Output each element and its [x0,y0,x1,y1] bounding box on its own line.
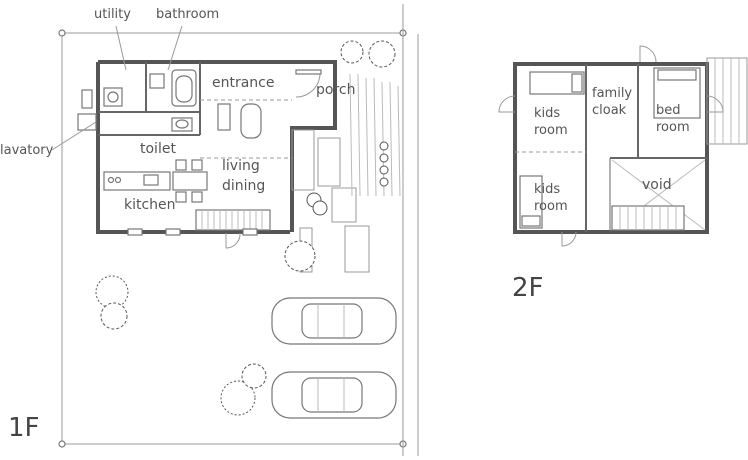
label-toilet: toilet [140,141,176,157]
label-lavatory: lavatory [0,143,54,158]
bathroom-leader [167,25,183,71]
label-bathroom: bathroom [156,7,219,22]
label-kitchen: kitchen [124,197,176,213]
label-void: void [642,177,672,193]
floor1-stairs [195,209,271,231]
label-kids-room-1-line1: kids [534,106,560,121]
label-family-line1: family [592,86,632,101]
floor1-house [77,60,337,249]
car-1 [271,297,397,345]
label-kids-room-2-line2: room [534,199,568,214]
shrubs-and-trees [95,40,396,416]
exterior-paving [291,73,401,273]
lavatory-leader [51,121,97,151]
label-bed-line2: room [656,120,690,135]
label-porch: porch [316,82,355,98]
site-boundary [58,4,419,456]
label-living: living [222,158,260,174]
label-bed-line1: bed [656,103,681,118]
label-family-line2: cloak [592,103,627,118]
label-entrance: entrance [212,75,275,91]
label-utility: utility [94,7,131,22]
car-2 [271,371,397,419]
label-dining: dining [222,178,265,194]
floor1-label: 1F [8,413,40,443]
label-kids-room-1-line2: room [534,123,568,138]
utility-leader [115,25,127,71]
floor2-house [498,45,748,247]
label-kids-room-2-line1: kids [534,182,560,197]
floor2-label: 2F [512,273,544,303]
